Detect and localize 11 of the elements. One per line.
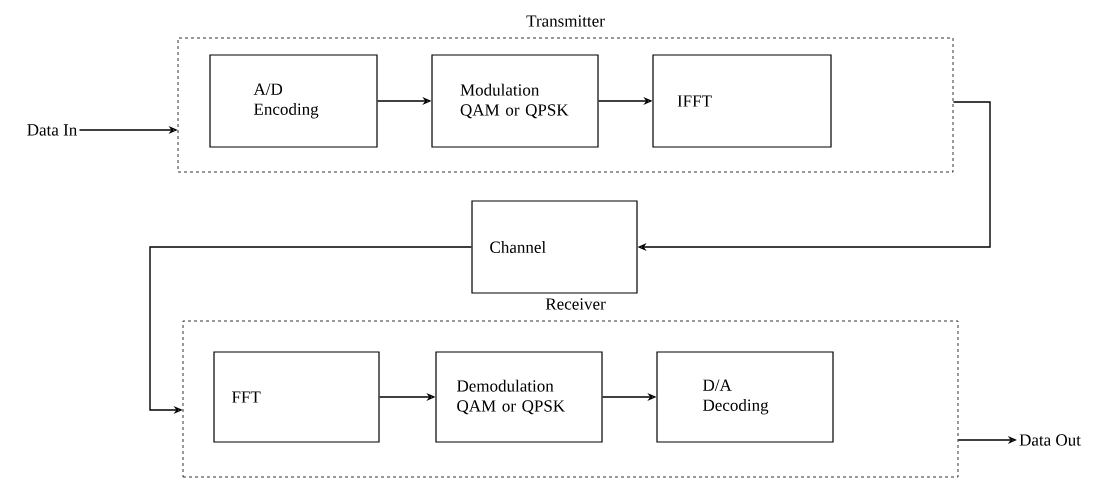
block-box: Modulation QAM or QPSK	[431, 54, 599, 148]
block-box: IFFT	[652, 54, 832, 148]
block-box: D/A Decoding	[656, 351, 834, 443]
node-label: Receiver	[545, 298, 606, 310]
block-box: FFT	[213, 351, 380, 443]
block-box: Channel	[471, 200, 638, 294]
io-label: Data In	[27, 124, 77, 136]
io-label: Data Out	[1019, 434, 1081, 446]
node-label: Transmitter	[526, 15, 605, 27]
block-box: A/D Encoding	[209, 54, 378, 148]
block-box: Demodulation QAM or QPSK	[435, 351, 603, 443]
